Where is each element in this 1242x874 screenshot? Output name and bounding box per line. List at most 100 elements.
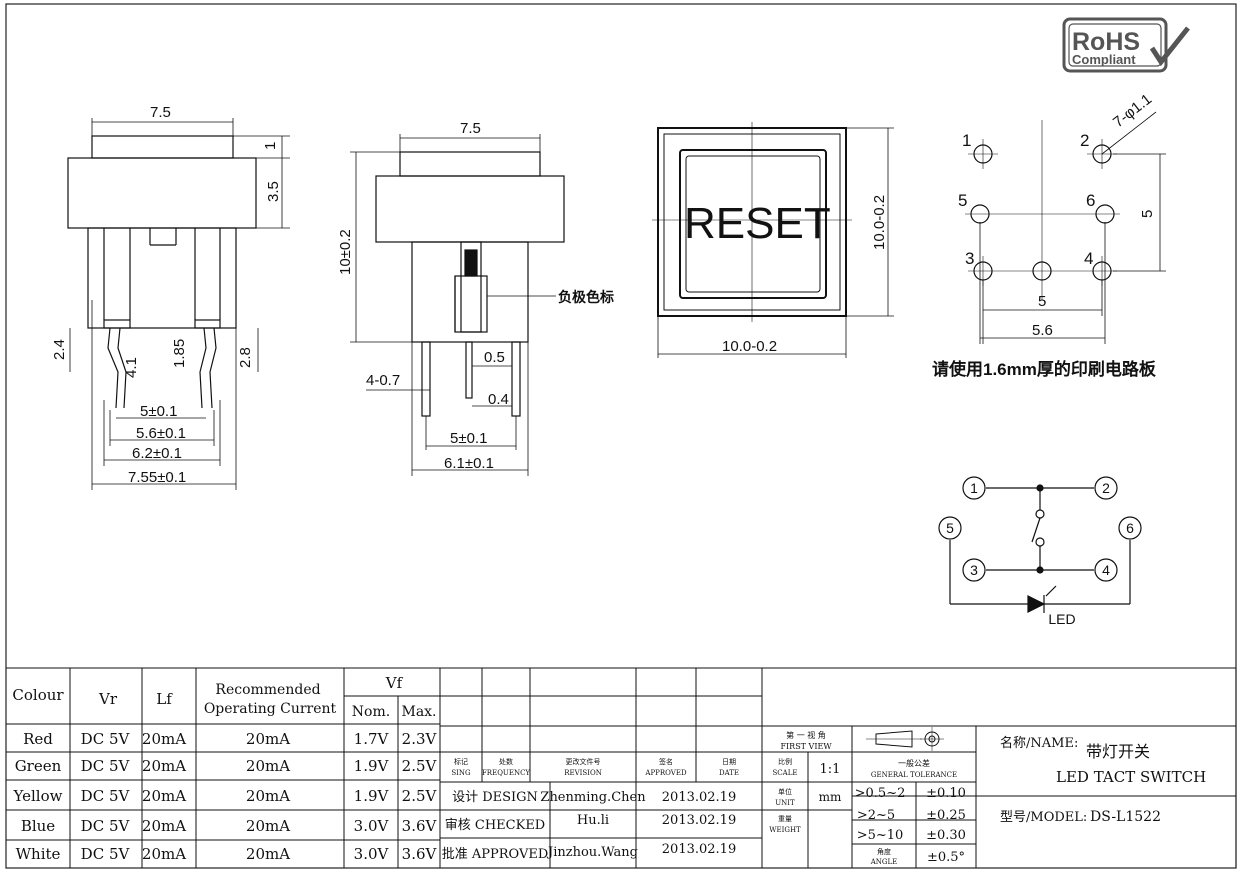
name-en: LED TACT SWITCH xyxy=(1056,768,1206,786)
schematic xyxy=(938,476,1142,613)
row-max: 3.6V xyxy=(402,845,438,863)
tol-cn: 一般公差 xyxy=(898,758,930,768)
dim-pin-w1: 0.5 xyxy=(484,349,505,366)
footprint-labels: 1 2 5 6 3 4 7-φ1.1 5 5 5.6 请使用1.6mm厚的印刷电… xyxy=(932,91,1157,379)
compliant-text: Compliant xyxy=(1072,52,1136,67)
angle-cn: 角度 xyxy=(877,847,891,856)
dim-5: 5±0.1 xyxy=(140,403,177,420)
row-colour: Blue xyxy=(21,817,55,835)
model-label: 型号/MODEL: xyxy=(1000,810,1087,825)
sch-pin-3: 3 xyxy=(970,562,978,578)
sch-pin-2: 2 xyxy=(1102,480,1110,496)
hdr-colour: Colour xyxy=(12,686,64,704)
pin-label-2: 2 xyxy=(1080,131,1089,150)
scale-en: SCALE xyxy=(773,769,798,777)
row-lf: 20mA xyxy=(142,730,186,748)
tol-value-1: ±0.25 xyxy=(926,808,966,823)
row-rec: 20mA xyxy=(246,730,290,748)
title-block-text: 标记 SING 处数 FREQUENCY 更改文件号 REVISION 签名 A… xyxy=(442,730,966,866)
row-colour: Green xyxy=(15,757,62,775)
view-cn: 第 一 视 角 xyxy=(786,730,826,740)
row-vr: DC 5V xyxy=(81,787,131,805)
angle-tol: ±0.5° xyxy=(927,850,965,865)
design-name: Zhenming.Chen xyxy=(540,790,646,805)
row-nom: 1.9V xyxy=(354,757,390,775)
checked-label: 审核 CHECKED xyxy=(445,818,545,833)
pin-label-3: 3 xyxy=(965,249,974,268)
row-vr: DC 5V xyxy=(81,757,131,775)
hole-note: 7-φ1.1 xyxy=(1110,91,1155,131)
tol-range-2: >5~10 xyxy=(857,828,904,843)
dim-cap-height: 1 xyxy=(262,142,279,150)
dim-5-6: 5.6±0.1 xyxy=(136,425,186,442)
front-view xyxy=(350,134,565,476)
design-label: 设计 DESIGN xyxy=(452,790,538,805)
tol-range-1: >2~5 xyxy=(857,808,895,823)
row-max: 2.3V xyxy=(402,730,438,748)
rev-hdr-cn-3: 签名 xyxy=(659,757,673,766)
dim-pin-w2: 0.4 xyxy=(488,391,509,408)
row-max: 2.5V xyxy=(402,757,438,775)
schematic-labels: 1 2 5 6 3 4 LED xyxy=(946,480,1134,627)
row-max: 2.5V xyxy=(402,787,438,805)
top-view xyxy=(652,122,894,358)
row-nom: 3.0V xyxy=(354,845,390,863)
tol-value-0: ±0.10 xyxy=(926,786,966,801)
row-nom: 1.7V xyxy=(354,730,390,748)
row-nom: 1.9V xyxy=(354,787,390,805)
checked-name: Hu.li xyxy=(577,813,609,828)
title-block xyxy=(440,668,1237,868)
unit-cn: 单位 xyxy=(778,787,792,796)
dim-top-width: 7.5 xyxy=(150,104,171,121)
rev-hdr-cn-4: 日期 xyxy=(722,758,736,766)
sch-pin-6: 6 xyxy=(1126,520,1134,536)
hdr-vr: Vr xyxy=(98,690,118,708)
dim-6-2: 6.2±0.1 xyxy=(132,445,182,462)
tol-value-2: ±0.30 xyxy=(926,828,966,843)
side-view-dims: 7.5 1 3.5 2.4 4.1 1.85 2.8 5±0.1 5.6±0.1… xyxy=(51,104,282,486)
unit-value: mm xyxy=(819,790,842,804)
side-view xyxy=(67,118,290,490)
weight-cn: 重量 xyxy=(778,815,792,823)
front-view-dims: 7.5 10±0.2 负极色标 4-0.7 0.5 0.4 5±0.1 6.1±… xyxy=(337,120,614,472)
dim-pin-len: 4.1 xyxy=(123,357,140,378)
rev-hdr-cn-0: 标记 xyxy=(454,757,468,766)
dim-v5: 5 xyxy=(1139,210,1156,218)
tol-range-0: >0.5~2 xyxy=(855,786,906,801)
dim-front-height: 10±0.2 xyxy=(337,229,354,275)
row-lf: 20mA xyxy=(142,757,186,775)
hdr-max: Max. xyxy=(401,704,436,720)
row-vr: DC 5V xyxy=(81,845,131,863)
approved-label: 批准 APPROVED xyxy=(442,847,549,862)
dim-front-6-1: 6.1±0.1 xyxy=(444,455,494,472)
hdr-rec-1: Recommended xyxy=(215,682,320,698)
spec-rows: Red DC 5V 20mA 20mA 1.7V 2.3V Green DC 5V 20mA 20… xyxy=(13,730,438,863)
rohs-text: RoHS xyxy=(1072,28,1140,56)
spec-table-text: Colour Vr Lf Recommended Operating Curre… xyxy=(12,674,436,720)
footprint xyxy=(965,111,1166,344)
dim-pin-spacing: 4-0.7 xyxy=(366,372,400,389)
rev-hdr-cn-2: 更改文件号 xyxy=(566,757,601,766)
dim-pin-len2: 2.8 xyxy=(237,347,254,368)
reset-cap-text: RESET xyxy=(684,199,831,248)
pin-label-4: 4 xyxy=(1084,249,1093,268)
row-colour: White xyxy=(16,845,61,863)
row-lf: 20mA xyxy=(142,817,186,835)
row-max: 3.6V xyxy=(402,817,438,835)
name-label: 名称/NAME: xyxy=(1000,735,1078,751)
rev-hdr-en-4: DATE xyxy=(719,769,739,777)
approved-name: Jinzhou.Wang xyxy=(546,845,638,860)
pcb-note: 请使用1.6mm厚的印刷电路板 xyxy=(932,359,1157,379)
row-colour: Red xyxy=(23,730,53,748)
dim-top-height-view: 10.0-0.2 xyxy=(871,195,888,250)
rev-hdr-en-3: APPROVED xyxy=(644,769,687,777)
hdr-vf: Vf xyxy=(385,674,404,692)
row-rec: 20mA xyxy=(246,787,290,805)
row-vr: DC 5V xyxy=(81,730,131,748)
rev-hdr-en-2: REVISION xyxy=(564,769,602,777)
dim-7-55: 7.55±0.1 xyxy=(128,469,186,486)
row-lf: 20mA xyxy=(142,845,186,863)
sch-pin-1: 1 xyxy=(970,480,978,496)
dim-h5: 5 xyxy=(1038,293,1046,310)
